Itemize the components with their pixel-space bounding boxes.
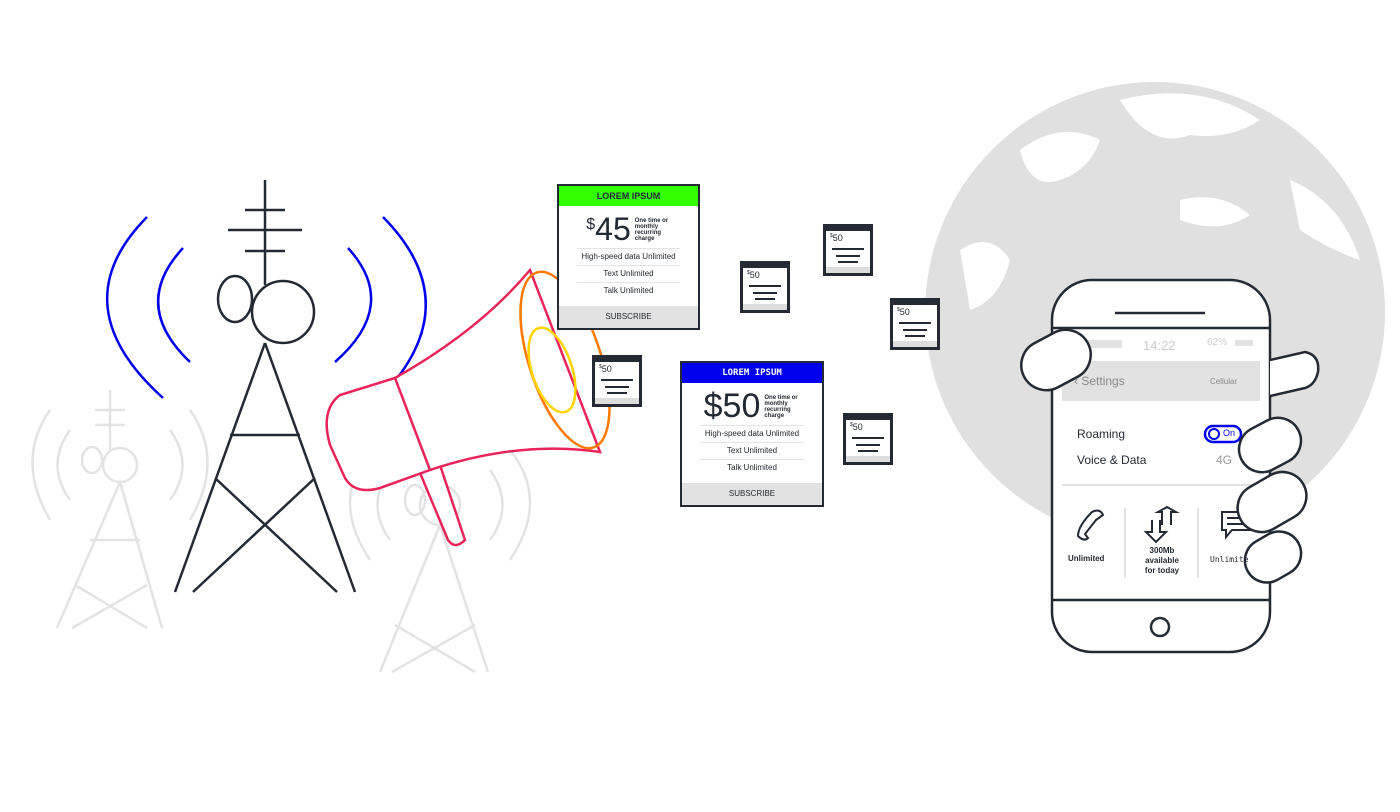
mini-price-card: $50 [592, 351, 642, 407]
back-button[interactable]: ‹ Settings [1074, 374, 1125, 388]
price: 50 [722, 387, 761, 425]
mini-price-card: $50 [740, 257, 790, 313]
mini-price-card: $50 [843, 409, 893, 465]
mini-price-card: $50 [823, 220, 873, 276]
talk-allowance: Unlimited [1068, 554, 1105, 563]
roaming-toggle-label[interactable]: On [1223, 428, 1236, 438]
price: 45 [595, 211, 631, 247]
megaphone-icon [325, 267, 611, 547]
currency: $ [586, 216, 596, 233]
text-allowance: Unlimited [1210, 555, 1248, 564]
subscribe-button[interactable]: SUBSCRIBE [682, 483, 822, 505]
feature-line: Text Unlimited [700, 442, 804, 459]
voice-data-label: Voice & Data [1077, 453, 1147, 467]
voice-data-value: 4G [1216, 453, 1233, 467]
price-note: One time or monthly recurring charge [764, 395, 798, 419]
screen-title: Cellular [1210, 377, 1238, 386]
faint-tower-center [348, 449, 532, 674]
home-button [1149, 616, 1171, 638]
cell-tower-icon [173, 180, 357, 593]
phone-icon [1076, 509, 1105, 541]
feature-line: Talk Unlimited [700, 459, 804, 476]
feature-line: High-speed data Unlimited [577, 248, 680, 265]
currency: $ [703, 387, 723, 425]
feature-line: High-speed data Unlimited [700, 425, 804, 442]
roaming-label: Roaming [1077, 427, 1126, 441]
data-arrows-icon [1143, 505, 1180, 544]
feature-line: Talk Unlimited [577, 282, 680, 299]
card-header: LOREM IPSUM [559, 186, 698, 206]
mini-price-card: $50 [890, 294, 940, 350]
hand-fingers [1020, 328, 1320, 584]
data-allowance: 300Mb available for today [1144, 546, 1180, 575]
subscribe-button[interactable]: SUBSCRIBE [559, 306, 698, 328]
faint-tower-left [31, 390, 209, 630]
status-time: 14:22 [1143, 338, 1176, 353]
feature-line: Text Unlimited [577, 265, 680, 282]
price-note: One time or monthly recurring charge [634, 218, 669, 242]
card-header: LOREM IPSUM [682, 363, 822, 383]
status-battery: 62% [1207, 337, 1228, 348]
